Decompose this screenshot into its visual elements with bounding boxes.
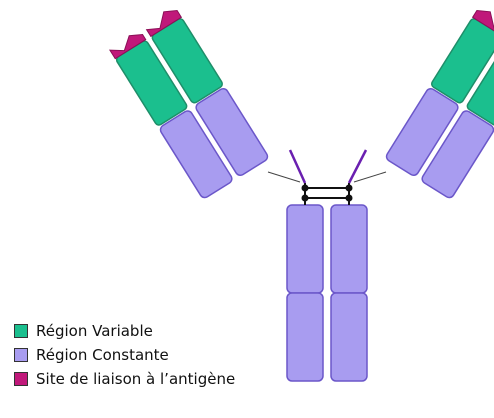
- fc-left-upper-domain: [286, 204, 324, 294]
- constant-region-swatch: [14, 348, 28, 362]
- bond-dot: [345, 194, 353, 202]
- legend-item-constant: Région Constante: [14, 344, 235, 366]
- left-arm-disulfide-link: [288, 149, 307, 184]
- left-light-constant-domain: [159, 110, 233, 199]
- heavy-chain-fc-left: [286, 204, 324, 382]
- bond-dot: [301, 184, 309, 192]
- right-light-constant-domain: [421, 110, 494, 199]
- bond-dot: [301, 194, 309, 202]
- heavy-chain-fc-right: [330, 204, 368, 382]
- legend-label: Région Variable: [36, 322, 153, 340]
- right-fab-arm: [385, 10, 494, 199]
- legend-item-variable: Région Variable: [14, 320, 235, 342]
- right-heavy-constant-domain: [385, 87, 459, 177]
- fc-left-lower-domain: [286, 292, 324, 382]
- antigen-binding-site: [108, 33, 147, 60]
- fc-right-upper-domain: [330, 204, 368, 294]
- legend-item-antigen-site: Site de liaison à l’antigène: [14, 368, 235, 390]
- fc-right-lower-domain: [330, 292, 368, 382]
- bond-dot: [345, 184, 353, 192]
- legend: Région Variable Région Constante Site de…: [14, 320, 235, 392]
- right-interchain-bond: [353, 171, 387, 183]
- antigen-binding-site: [145, 10, 183, 38]
- right-arm-disulfide-link: [347, 149, 368, 184]
- left-heavy-chain: [145, 10, 269, 177]
- antigen-binding-site: [471, 10, 494, 38]
- legend-label: Site de liaison à l’antigène: [36, 370, 236, 388]
- antigen-site-swatch: [14, 372, 28, 386]
- left-light-chain: [108, 33, 233, 199]
- right-heavy-chain: [385, 10, 494, 177]
- legend-label: Région Constante: [36, 346, 169, 364]
- left-interchain-bond: [267, 171, 301, 183]
- left-fab-arm: [108, 10, 269, 199]
- right-light-chain: [421, 40, 494, 199]
- right-light-variable-domain: [466, 40, 494, 126]
- hinge-region: [288, 149, 368, 205]
- left-heavy-constant-domain: [195, 87, 269, 177]
- variable-region-swatch: [14, 324, 28, 338]
